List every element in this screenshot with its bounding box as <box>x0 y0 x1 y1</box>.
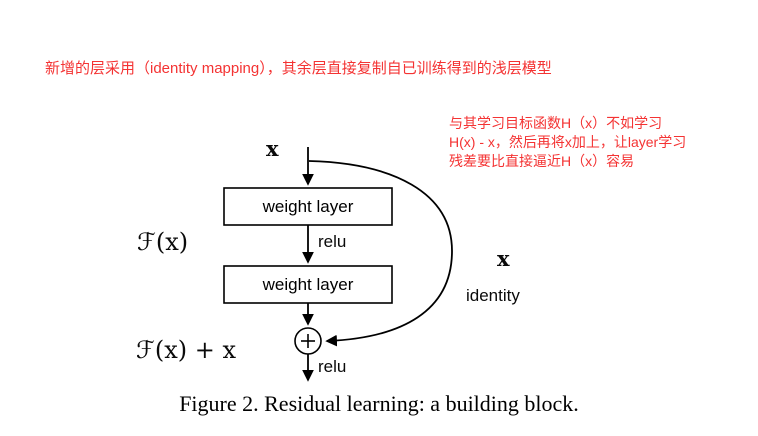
relu-2-label: relu <box>318 357 347 376</box>
side-annotation-line-3: 残差要比直接逼近H（x）容易 <box>449 153 635 169</box>
relu-1-label: relu <box>318 232 347 251</box>
side-annotation-line-1: 与其学习目标函数H（x）不如学习 <box>449 115 663 131</box>
top-annotation: 新增的层采用（identity mapping），其余层直接复制自已训练得到的浅… <box>45 60 552 77</box>
weight-layer-1-label: weight layer <box>262 196 354 216</box>
f-of-x-label: ℱ(x) <box>137 228 189 256</box>
identity-label: identity <box>466 286 520 305</box>
side-annotation: 与其学习目标函数H（x）不如学习 H(x) - x，然后再将x加上，让layer… <box>449 114 686 171</box>
figure-caption: Figure 2. Residual learning: a building … <box>179 391 579 416</box>
weight-layer-2-label: weight layer <box>262 274 354 294</box>
weight-layer-2-box <box>223 265 393 304</box>
input-x-label: x <box>266 136 279 161</box>
side-annotation-line-2: H(x) - x，然后再将x加上，让layer学习 <box>449 134 687 150</box>
weight-layer-1-box <box>223 187 393 226</box>
identity-x-label: x <box>497 246 510 271</box>
identity-skip-arrow <box>308 160 453 347</box>
sum-expression-label: ℱ(x) + x <box>136 336 237 364</box>
